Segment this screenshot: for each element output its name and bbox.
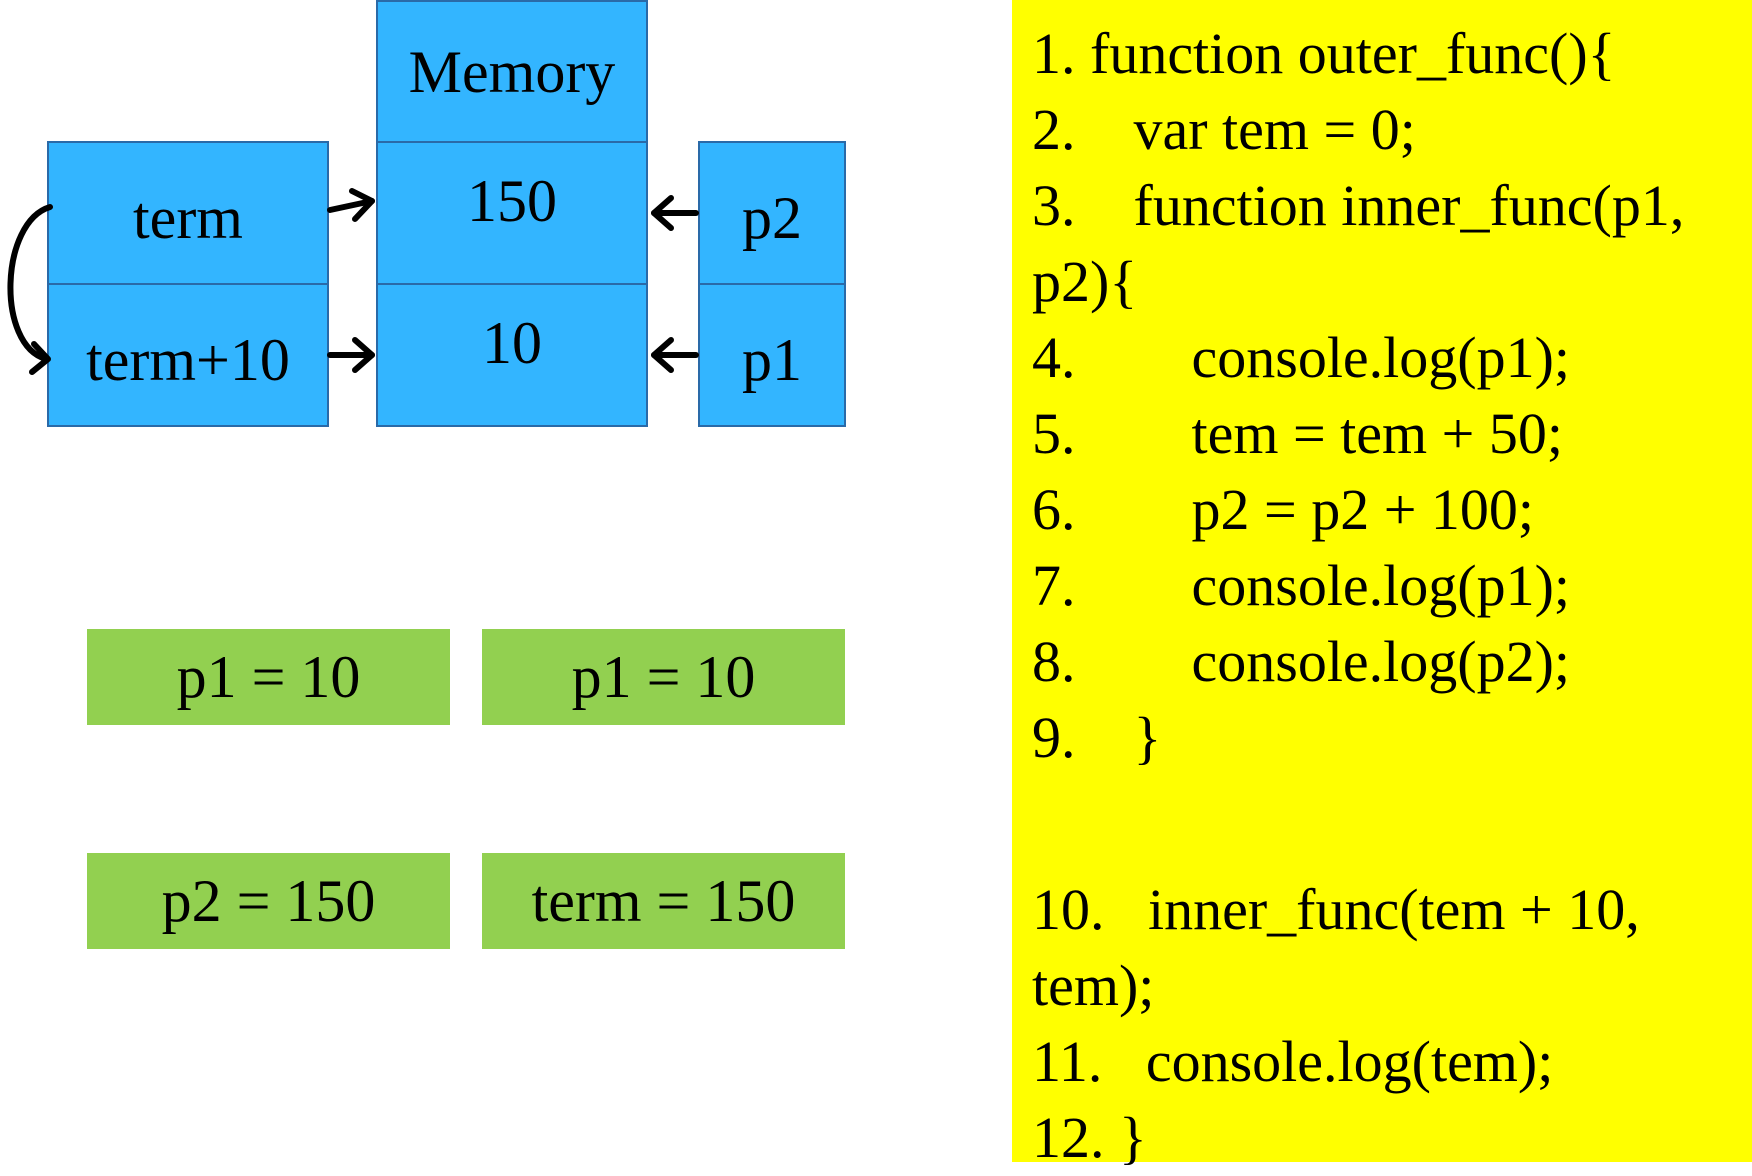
code-line: p2){ <box>1032 249 1138 314</box>
arrow-term-to-term10 <box>7 204 53 362</box>
result-p1-first: p1 = 10 <box>87 629 450 725</box>
code-line: 12. } <box>1032 1105 1147 1170</box>
pointer-arrows <box>7 188 699 375</box>
var-term: term <box>47 141 329 285</box>
code-line: 3. function inner_func(p1, <box>1032 173 1685 238</box>
code-line: 2. var tem = 0; <box>1032 97 1416 162</box>
result-term: term = 150 <box>482 853 845 949</box>
code-line: 11. console.log(tem); <box>1032 1029 1554 1094</box>
result-p1-second: p1 = 10 <box>482 629 845 725</box>
memory-cell-bottom: 10 <box>376 283 648 427</box>
arrowhead-p2 <box>651 195 674 231</box>
result-p2: p2 = 150 <box>87 853 450 949</box>
arrowhead-curve <box>29 341 51 375</box>
memory-header: Memory <box>376 0 648 143</box>
code-line: 8. console.log(p2); <box>1032 629 1571 694</box>
var-term-plus-10: term+10 <box>47 283 329 427</box>
code-line: 5. tem = tem + 50; <box>1032 401 1563 466</box>
code-line: 4. console.log(p1); <box>1032 325 1571 390</box>
code-line: 1. function outer_func(){ <box>1032 21 1616 86</box>
arrow-term-to-memory <box>327 198 375 213</box>
code-line: 9. } <box>1032 705 1162 770</box>
code-line: 10. inner_func(tem + 10, <box>1032 877 1640 942</box>
var-p1: p1 <box>698 283 846 427</box>
code-line: 6. p2 = p2 + 100; <box>1032 477 1535 542</box>
arrowhead-p1 <box>651 337 674 373</box>
arrowhead-term <box>349 188 375 222</box>
arrowhead-term10 <box>352 337 375 373</box>
code-panel: 1. function outer_func(){ 2. var tem = 0… <box>1012 0 1752 1170</box>
code-line-blank <box>1032 776 1752 872</box>
code-line: 7. console.log(p1); <box>1032 553 1571 618</box>
code-line: tem); <box>1032 953 1155 1018</box>
